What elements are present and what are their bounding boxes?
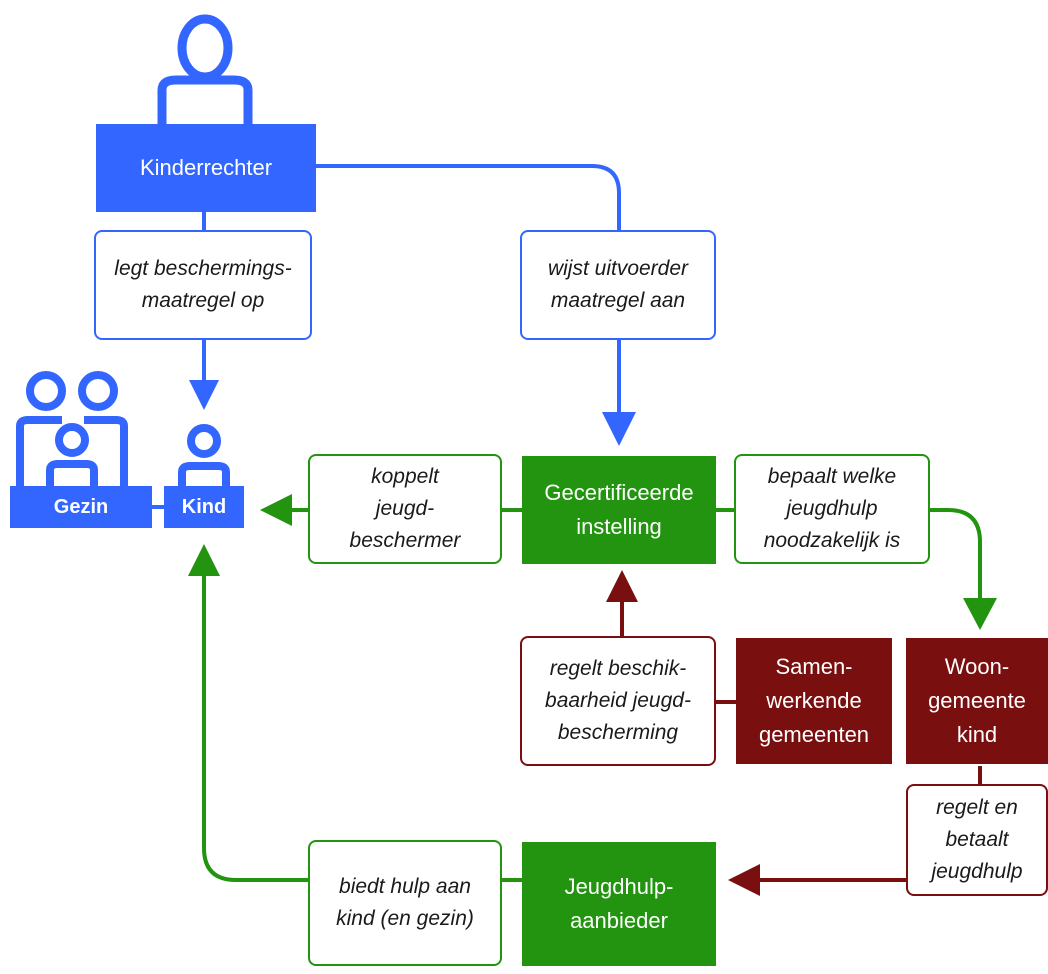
arrow-to-woongemeente <box>963 598 997 630</box>
arrow-to-aanbieder <box>728 864 760 896</box>
arrow-to-kind-from-instelling <box>260 494 292 526</box>
family-icon <box>16 371 128 486</box>
node-kinderrechter: Kinderrechter <box>96 124 316 212</box>
label-legt-beschermingsmaatregel-op: legt beschermings- maatregel op <box>94 230 312 340</box>
label-regelt-en-betaalt: regelt en betaalt jeugdhulp <box>906 784 1048 896</box>
node-jeugdhulpaanbieder: Jeugdhulp- aanbieder <box>522 842 716 966</box>
node-woongemeente-kind: Woon- gemeente kind <box>906 638 1048 764</box>
label-wijst-uitvoerder-aan: wijst uitvoerder maatregel aan <box>520 230 716 340</box>
node-gezin: Gezin <box>10 486 152 528</box>
arrowheads <box>188 380 997 896</box>
child-icon <box>178 424 230 488</box>
label-koppelt-jeugdbeschermer: koppelt jeugd- beschermer <box>308 454 502 564</box>
node-kind: Kind <box>164 486 244 528</box>
line-rechter-instelling <box>316 164 621 412</box>
arrow-to-kind-from-aanbieder <box>188 544 220 576</box>
label-bepaalt-welke-jeugdhulp: bepaalt welke jeugdhulp noodzakelijk is <box>734 454 930 564</box>
node-gecertificeerde-instelling: Gecertificeerde instelling <box>522 456 716 564</box>
person-icon <box>157 14 253 124</box>
arrow-to-instelling-from-gemeenten <box>606 570 638 602</box>
arrow-to-kind-from-rechter <box>189 380 219 410</box>
node-samenwerkende-gemeenten: Samen- werkende gemeenten <box>736 638 892 764</box>
line-aanbieder-kind <box>202 572 522 882</box>
label-regelt-beschikbaarheid: regelt beschik- baarheid jeugd- bescherm… <box>520 636 716 766</box>
label-biedt-hulp: biedt hulp aan kind (en gezin) <box>308 840 502 966</box>
arrow-to-instelling-from-rechter <box>602 412 636 446</box>
line-instelling-woongemeente <box>716 508 982 598</box>
